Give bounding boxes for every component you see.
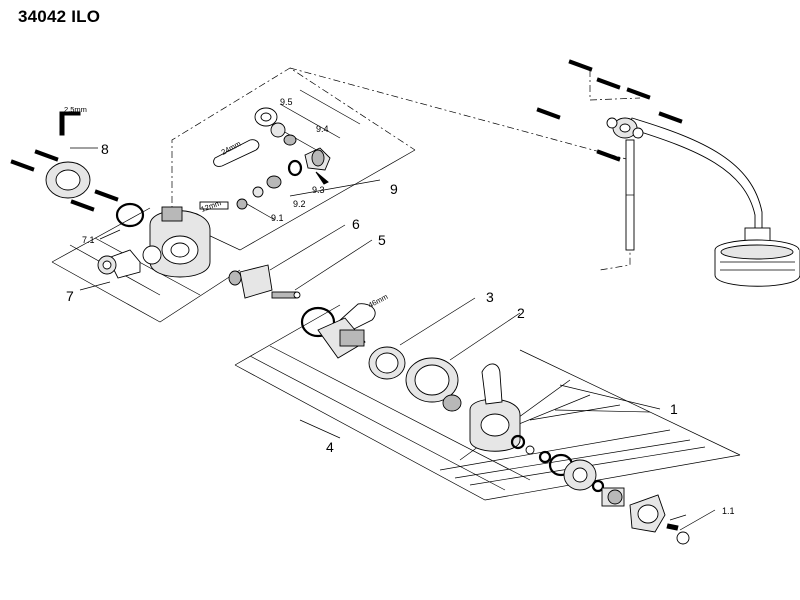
tool-label-spanner-46: 46mm [367, 292, 390, 310]
callout-9-1: 9.1 [271, 213, 284, 223]
callout-9-3: 9.3 [312, 185, 325, 195]
group-7-panel [51, 207, 241, 323]
callout-9-4: 9.4 [316, 124, 329, 134]
callout-3: 3 [486, 289, 494, 305]
tool-label-hex-key: 2.5mm [64, 105, 87, 114]
cartridge-and-rings [300, 303, 462, 412]
leader-lines [79, 224, 716, 531]
lower-right-parts [548, 453, 690, 545]
callout-5: 5 [378, 232, 386, 248]
part-8-flange [10, 111, 119, 212]
callout-7: 7 [66, 288, 74, 304]
callout-2: 2 [517, 305, 525, 321]
callout-4: 4 [326, 439, 334, 455]
parts-5-6 [228, 264, 301, 299]
tool-label-key-12: 12mm [200, 198, 223, 214]
callout-9: 9 [390, 181, 398, 197]
shower-connection-line [289, 67, 631, 271]
callout-8: 8 [101, 141, 109, 157]
callout-6: 6 [352, 216, 360, 232]
handle-assembly [469, 363, 552, 464]
wall-plugs-shower [536, 59, 683, 162]
callout-9-5: 9.5 [280, 97, 293, 107]
callout-9-2: 9.2 [293, 199, 306, 209]
callout-1-1: 1.1 [722, 506, 735, 516]
shower-head-assembly [606, 117, 800, 287]
mount-dash-line [589, 70, 641, 101]
part-7-1-elbow [97, 202, 145, 279]
article-number-title: 34042 ILO [18, 7, 101, 26]
group-4-panel [234, 304, 741, 501]
valve-body [142, 206, 211, 278]
group-9-parts [199, 107, 331, 210]
callout-7-1: 7.1 [82, 235, 95, 245]
callout-1: 1 [670, 401, 678, 417]
